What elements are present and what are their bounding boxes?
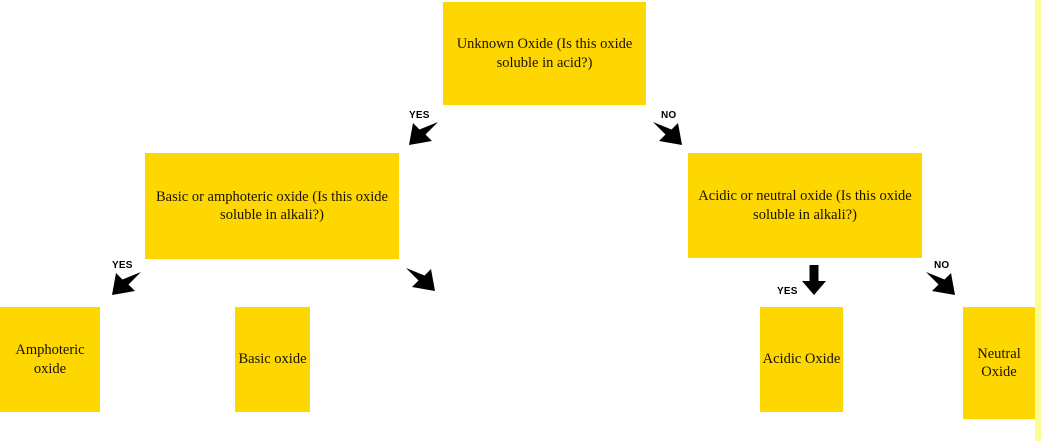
arrow-unknown-to-basic-icon [405, 122, 439, 152]
node-unknown-oxide[interactable]: Unknown Oxide (Is this oxide soluble in … [443, 2, 646, 105]
node-basic-or-amphoteric-oxide[interactable]: Basic or amphoteric oxide (Is this oxide… [145, 153, 399, 259]
arrow-acidic-to-neutral-oxide-icon [925, 272, 959, 302]
arrow-basic-to-amphoteric-icon [108, 272, 142, 302]
node-amphoteric-oxide-label: Amphoteric oxide [15, 342, 85, 377]
node-unknown-oxide-label: Unknown Oxide (Is this oxide soluble in … [456, 36, 633, 71]
node-acidic-or-neutral-oxide-label: Acidic or neutral oxide (Is this oxide s… [698, 188, 912, 223]
node-basic-or-amphoteric-oxide-label: Basic or amphoteric oxide (Is this oxide… [156, 188, 388, 223]
arrow-acidic-to-acidic-oxide-icon [801, 265, 827, 296]
node-basic-oxide-label: Basic oxide [238, 351, 307, 368]
right-edge-stripe [1035, 0, 1041, 441]
node-neutral-oxide[interactable]: Neutral Oxide [963, 307, 1035, 419]
node-acidic-oxide[interactable]: Acidic Oxide [760, 307, 843, 412]
arrow-acidic-to-neutral-oxide-label: NO [934, 260, 950, 271]
node-amphoteric-oxide[interactable]: Amphoteric oxide [0, 307, 100, 412]
node-basic-oxide[interactable]: Basic oxide [235, 307, 310, 412]
node-acidic-oxide-label: Acidic Oxide [762, 351, 841, 368]
arrow-unknown-to-basic-label: YES [409, 110, 430, 121]
arrow-unknown-to-acidic-icon [652, 122, 686, 152]
arrow-acidic-to-acidic-oxide-label: YES [777, 286, 798, 297]
arrow-unknown-to-acidic-label: NO [661, 110, 677, 121]
arrow-basic-to-amphoteric-label: YES [112, 260, 133, 271]
node-neutral-oxide-label: Neutral Oxide [977, 345, 1021, 380]
node-acidic-or-neutral-oxide[interactable]: Acidic or neutral oxide (Is this oxide s… [688, 153, 922, 258]
arrow-basic-to-basic-oxide-icon [405, 268, 439, 298]
